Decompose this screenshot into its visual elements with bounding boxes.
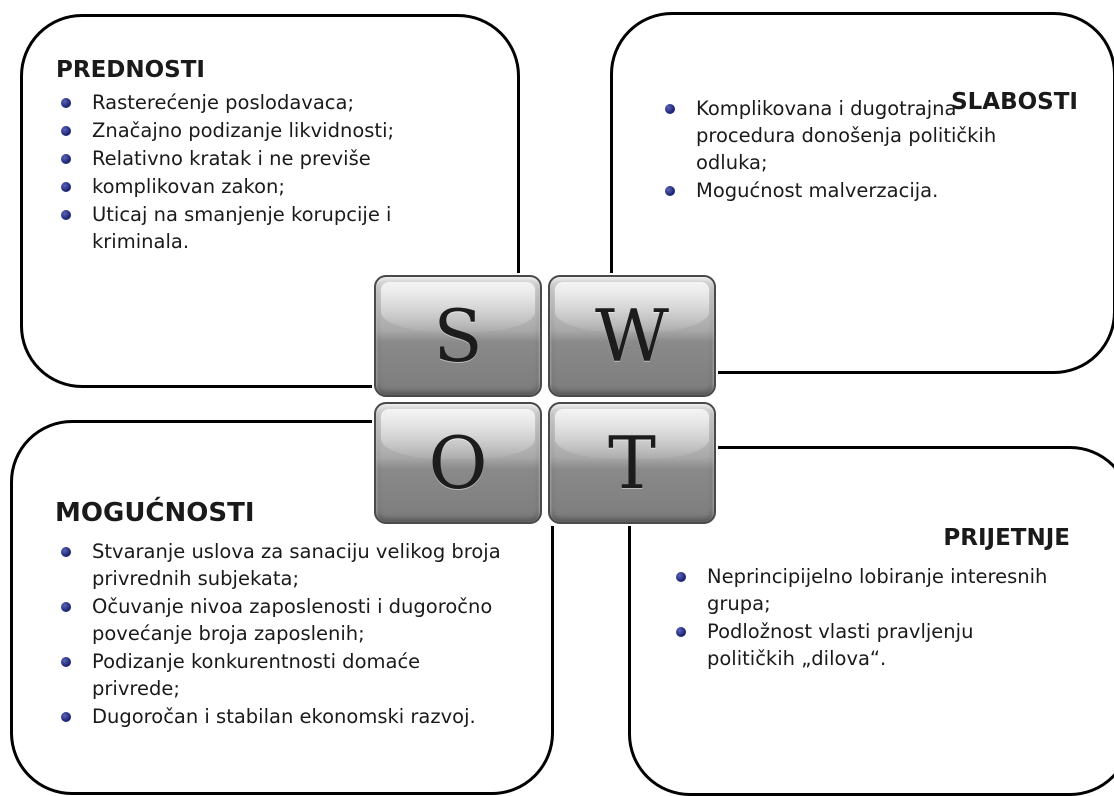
tile-s: S [374,275,542,397]
weaknesses-list: Komplikovana i dugotrajna procedura dono… [663,95,1063,205]
list-item: Značajno podizanje likvidnosti; [59,117,479,144]
list-item: Očuvanje nivoa zaposlenosti i dugoročno … [59,593,532,647]
list-item: komplikovan zakon; [59,173,479,200]
bullet-icon [61,547,71,557]
list-item: Podizanje konkurentnosti domaće privrede… [59,648,512,702]
list-item: Podložnost vlasti pravljenju političkih … [674,618,1067,672]
list-item: Komplikovana i dugotrajna procedura dono… [663,95,1016,176]
bullet-icon [665,186,675,196]
bullet-icon [61,602,71,612]
list-item: Stvaranje uslova za sanaciju velikog bro… [59,538,512,592]
threats-title: PRIJETNJE [943,525,1070,551]
bullet-icon [676,627,686,637]
bullet-icon [61,154,71,164]
opportunities-list: Stvaranje uslova za sanaciju velikog bro… [59,538,519,731]
strengths-list: Rasterećenje poslodavaca; Značajno podiz… [59,89,479,256]
tile-o: O [374,402,542,524]
list-item: Neprincipijelno lobiranje interesnih gru… [674,563,1107,617]
list-item: Relativno kratak i ne previše [59,145,479,172]
bullet-icon [61,210,71,220]
bullet-icon [61,182,71,192]
list-item: Dugoročan i stabilan ekonomski razvoj. [59,703,519,730]
opportunities-title: MOGUĆNOSTI [55,498,255,528]
threats-list: Neprincipijelno lobiranje interesnih gru… [674,563,1084,673]
bullet-icon [61,126,71,136]
bullet-icon [61,657,71,667]
list-item: Uticaj na smanjenje korupcije i kriminal… [59,201,452,255]
bullet-icon [61,712,71,722]
strengths-title: PREDNOSTI [56,57,205,83]
bullet-icon [676,572,686,582]
bullet-icon [61,98,71,108]
list-item: Rasterećenje poslodavaca; [59,89,479,116]
swot-tiles: S W O T [372,273,718,526]
weaknesses-title: SLABOSTI [951,89,1078,115]
list-item: Mogućnost malverzacija. [663,177,1063,204]
tile-w: W [548,275,716,397]
bullet-icon [665,104,675,114]
tile-t: T [548,402,716,524]
